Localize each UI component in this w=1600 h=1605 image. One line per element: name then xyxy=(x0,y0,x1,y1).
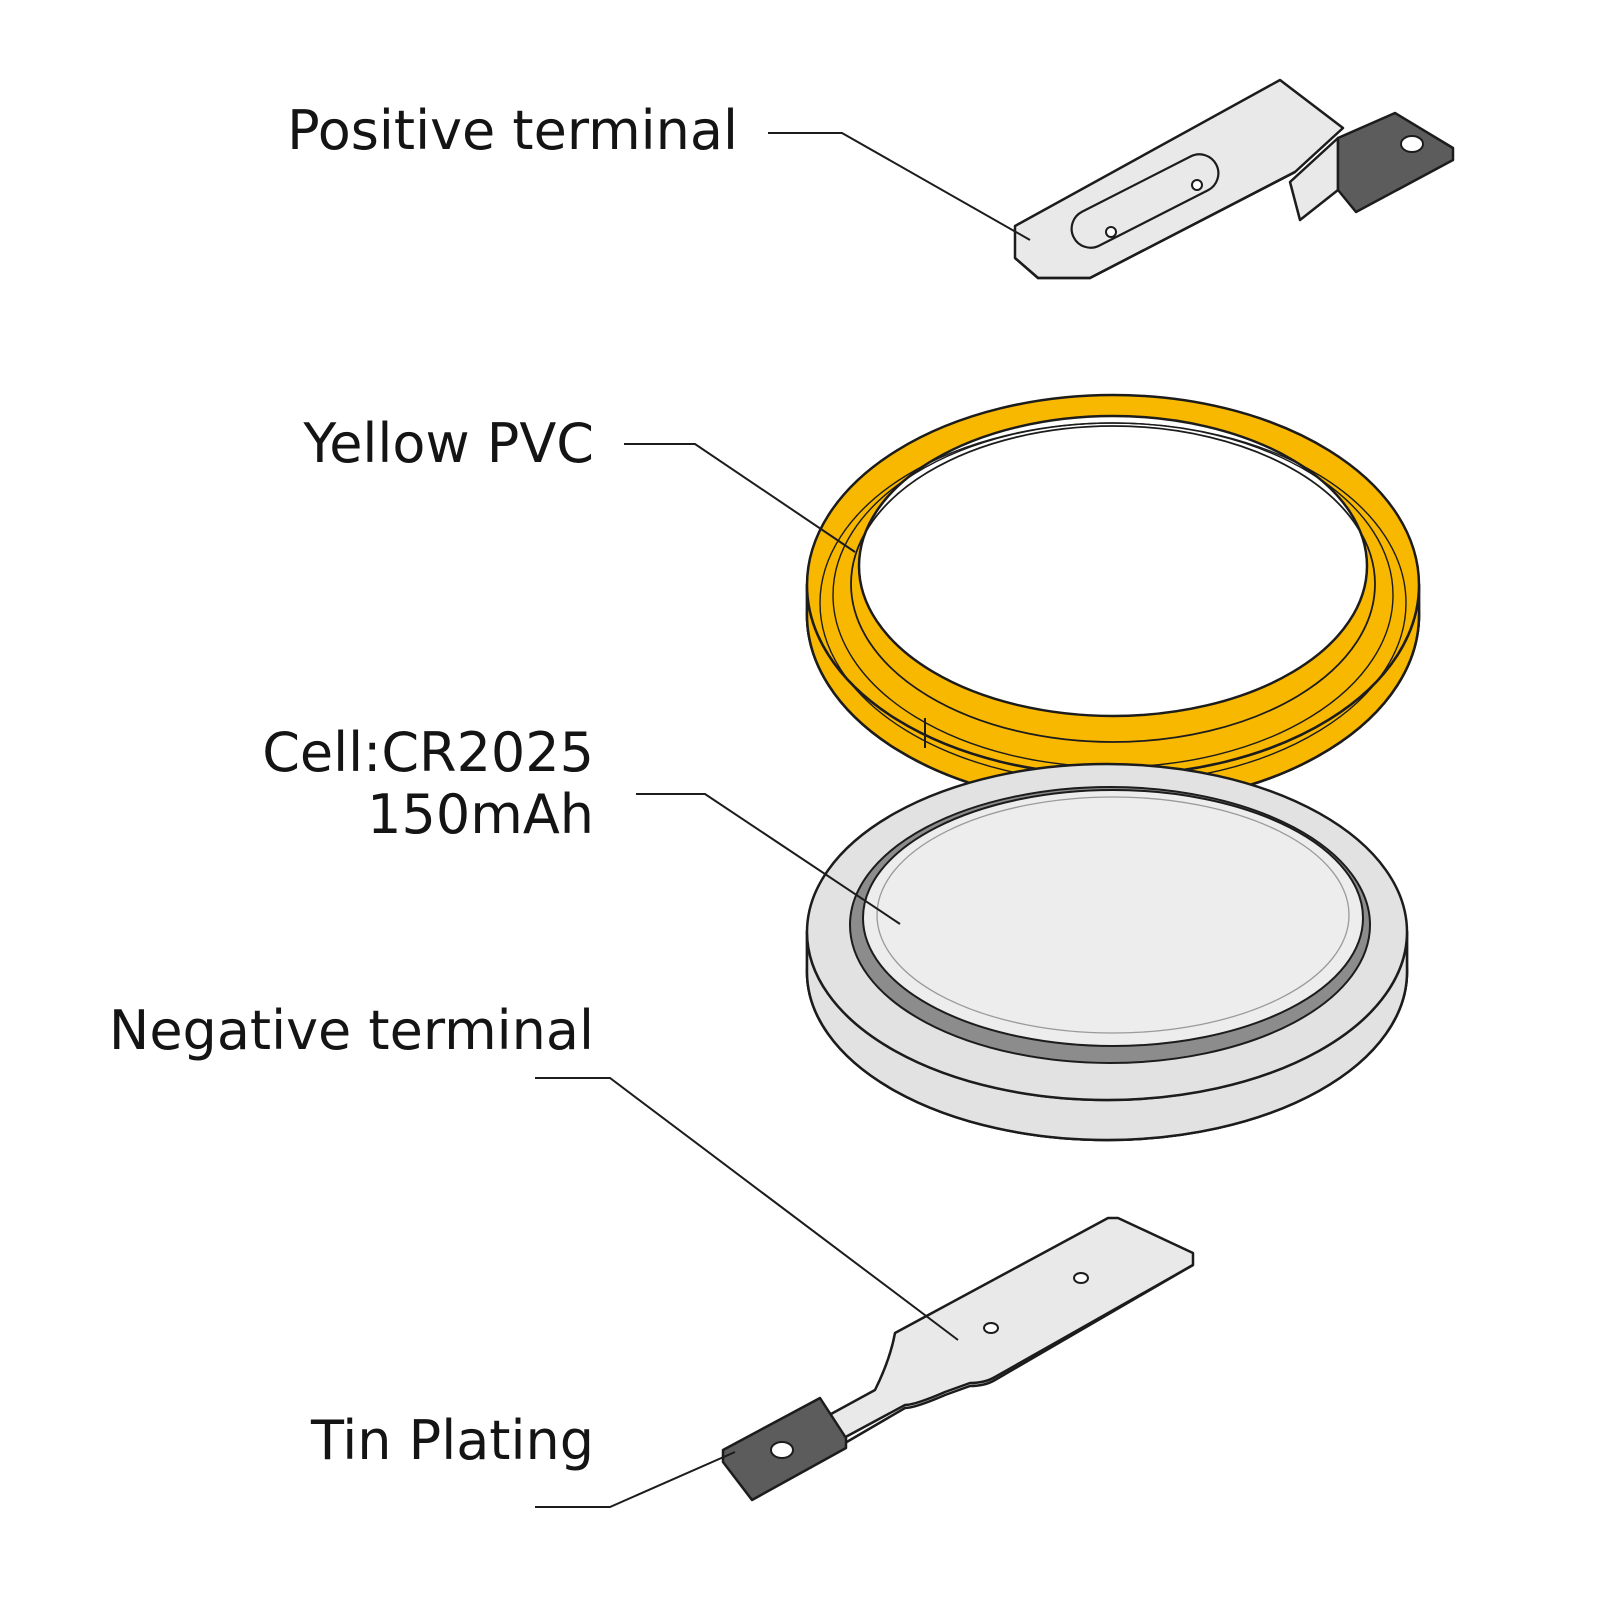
cell-face xyxy=(862,789,1364,1047)
positive-terminal-tip-hole xyxy=(1400,135,1424,153)
negative-terminal-hole-2 xyxy=(983,1322,999,1334)
label-cell-capacity: 150mAh xyxy=(367,783,594,846)
label-cell-model: Cell:CR2025 xyxy=(262,721,594,784)
negative-terminal-tip-hole xyxy=(770,1441,794,1459)
pvc-ring-inner-wall xyxy=(850,425,1376,743)
positive-terminal-hole-1 xyxy=(1105,226,1117,238)
yellow-pvc-ring-part xyxy=(805,393,1421,807)
cell-cr2025-part xyxy=(805,762,1409,1142)
label-positive-terminal: Positive terminal xyxy=(287,99,738,162)
positive-terminal-tin-tip xyxy=(1336,111,1455,214)
leader-lines xyxy=(535,132,1031,1508)
pvc-ring-inner-lip xyxy=(857,414,1369,718)
label-yellow-pvc: Yellow PVC xyxy=(303,412,594,475)
positive-terminal-edge xyxy=(1014,170,1296,280)
cell-face-highlight xyxy=(876,796,1350,1034)
negative-terminal-strip xyxy=(818,1216,1195,1442)
negative-terminal-part xyxy=(721,1216,1195,1502)
label-cell: Cell:CR2025 150mAh xyxy=(262,722,594,846)
negative-terminal-hole-1 xyxy=(1073,1272,1089,1284)
leader-yellow-pvc xyxy=(624,443,856,553)
negative-terminal-edge xyxy=(844,1263,1194,1445)
leader-positive-terminal xyxy=(768,132,1031,241)
positive-terminal-hole-2 xyxy=(1191,179,1203,191)
leader-cell xyxy=(636,793,901,925)
label-negative-terminal: Negative terminal xyxy=(108,999,594,1062)
positive-terminal-slot xyxy=(1070,153,1220,249)
positive-terminal-part xyxy=(1013,78,1455,280)
label-tin-plating: Tin Plating xyxy=(310,1409,594,1472)
leader-tin-plating xyxy=(535,1451,736,1508)
leader-negative-terminal xyxy=(535,1077,959,1341)
